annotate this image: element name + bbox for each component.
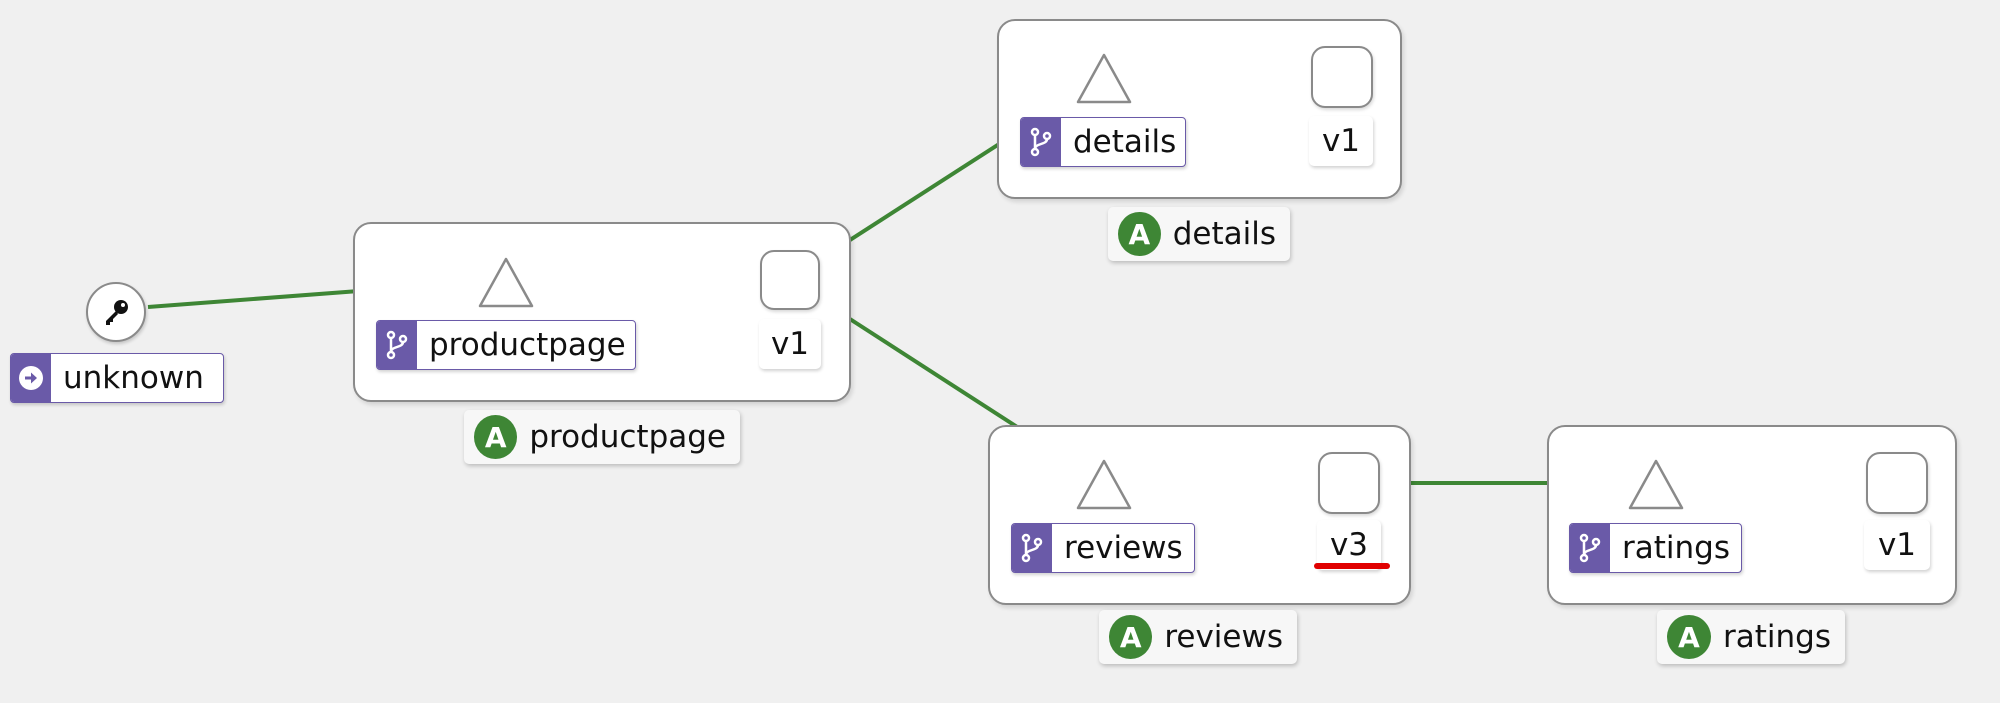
reviews-app-name: reviews [1164,619,1283,655]
details-service-name: details [1073,124,1177,160]
productpage-app-box[interactable] [353,222,851,402]
app-badge-icon: A [474,415,518,459]
code-branch-icon [377,321,417,369]
details-service-label[interactable]: details [1020,117,1186,167]
productpage-version-label[interactable]: v1 [759,319,821,369]
productpage-app-label[interactable]: A productpage [464,410,740,464]
details-app-name: details [1172,216,1276,252]
code-branch-icon [1570,524,1610,572]
unknown-label[interactable]: unknown [10,353,224,403]
arrow-right-circle-icon [11,354,51,402]
ratings-service-name: ratings [1622,530,1730,566]
code-branch-icon [1021,118,1061,166]
productpage-service-name: productpage [429,327,626,363]
app-badge-icon: A [1667,615,1711,659]
reviews-workload-node[interactable] [1318,452,1380,514]
reviews-version-label[interactable]: v3 [1317,520,1381,570]
ratings-workload-node[interactable] [1866,452,1928,514]
ratings-version-label[interactable]: v1 [1864,520,1930,570]
app-badge-icon: A [1118,212,1161,256]
ratings-service-label[interactable]: ratings [1569,523,1742,573]
reviews-service-name: reviews [1064,530,1183,566]
reviews-service-node[interactable] [1075,458,1133,512]
version-highlight-underline [1314,563,1390,569]
productpage-workload-node[interactable] [760,250,820,310]
details-app-label[interactable]: A details [1108,207,1290,261]
productpage-app-name: productpage [529,419,726,455]
ratings-app-label[interactable]: A ratings [1657,610,1845,664]
unknown-label-text: unknown [63,360,204,396]
unknown-node[interactable] [86,282,146,342]
ratings-service-node[interactable] [1627,458,1685,512]
reviews-service-label[interactable]: reviews [1011,523,1195,573]
key-icon [106,300,128,325]
reviews-app-label[interactable]: A reviews [1099,610,1297,664]
productpage-service-label[interactable]: productpage [376,320,636,370]
details-service-node[interactable] [1075,52,1133,106]
productpage-service-node[interactable] [477,256,535,310]
code-branch-icon [1012,524,1052,572]
app-badge-icon: A [1109,615,1153,659]
details-version-label[interactable]: v1 [1309,116,1373,166]
details-workload-node[interactable] [1311,46,1373,108]
ratings-app-name: ratings [1723,619,1831,655]
